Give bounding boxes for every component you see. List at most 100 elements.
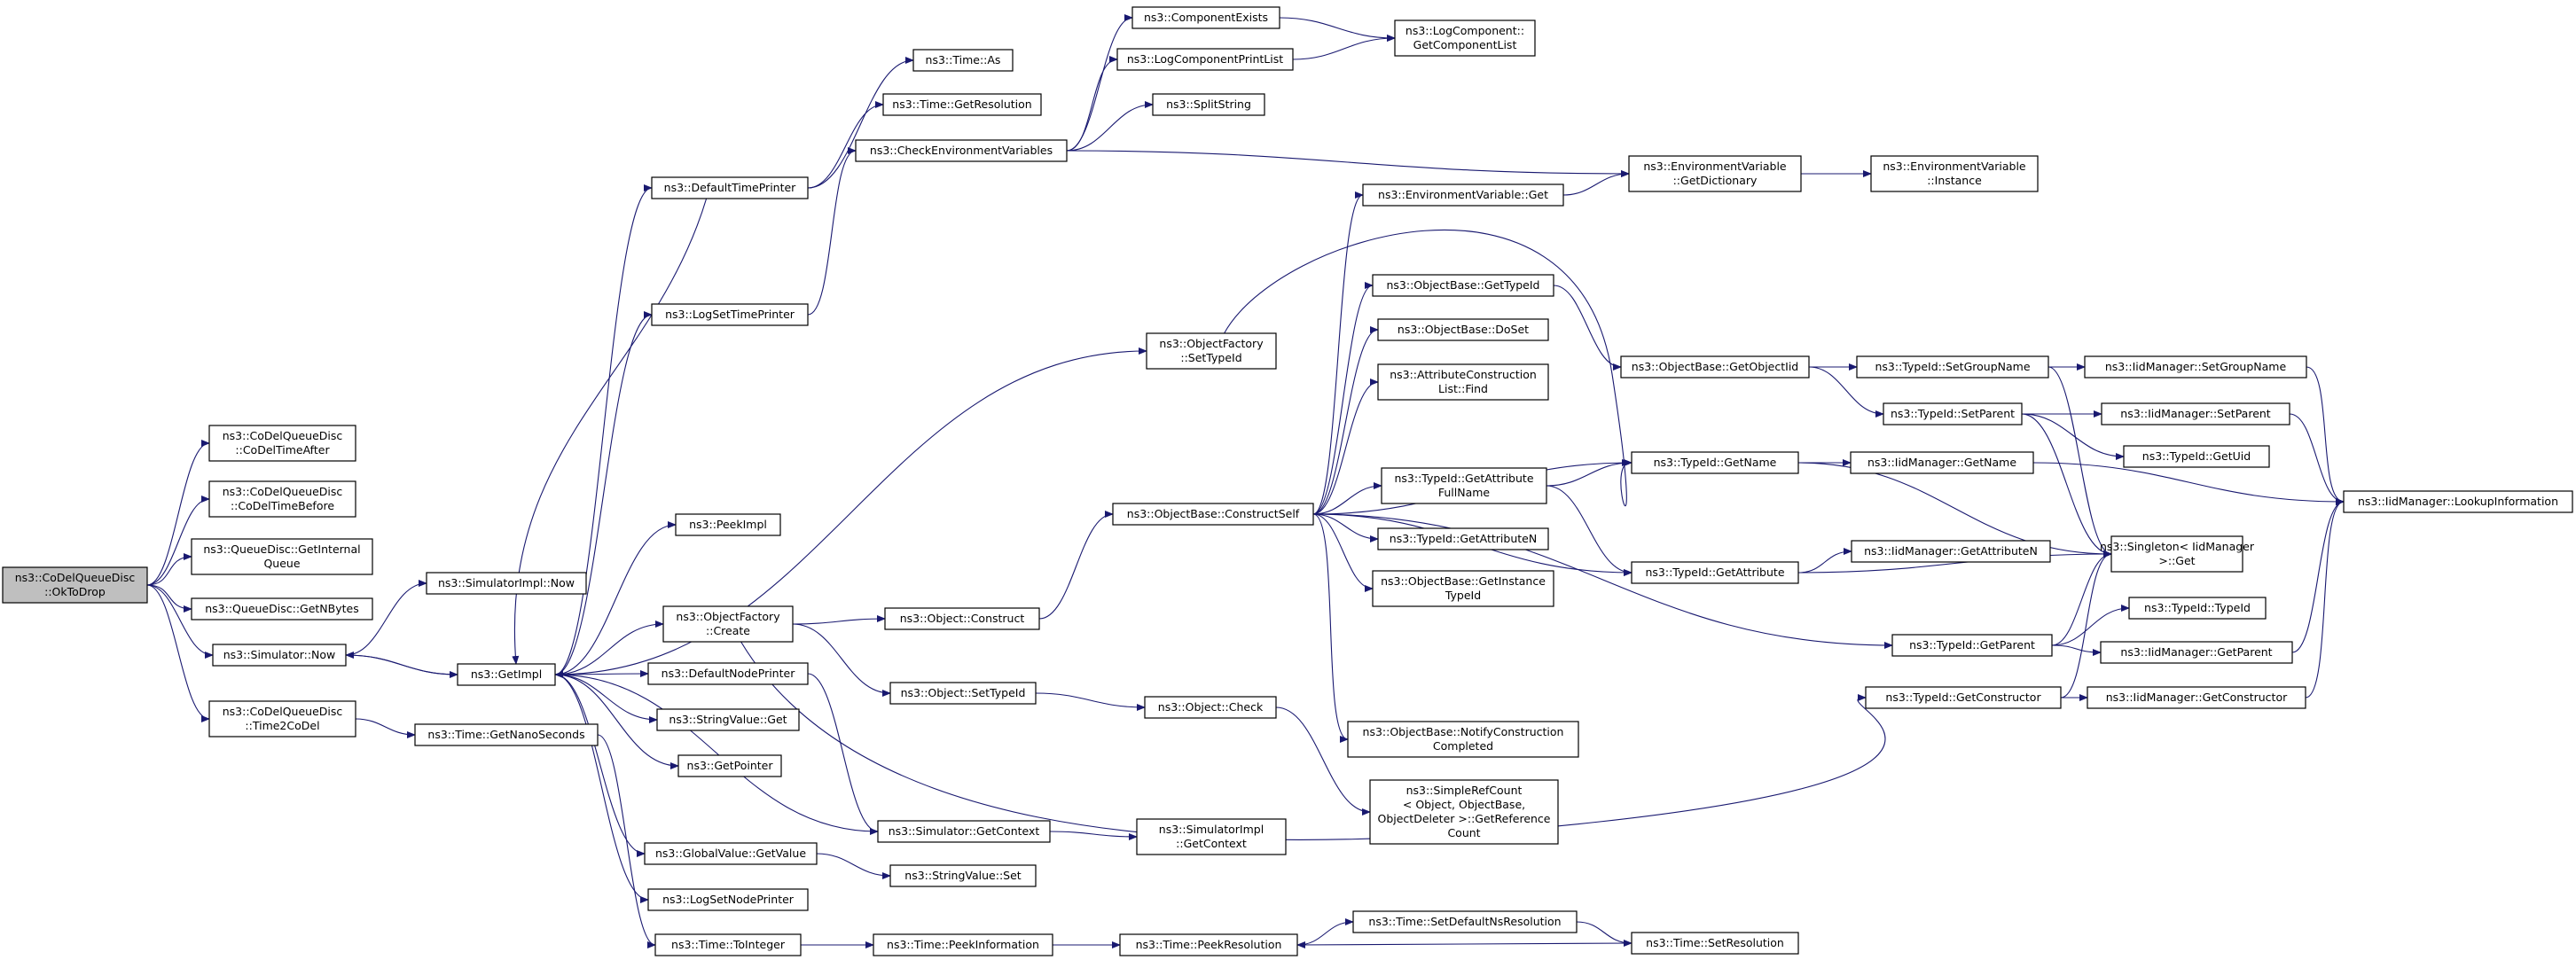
node-componentexists[interactable]: ns3::ComponentExists: [1131, 6, 1280, 29]
node-label: ns3::DefaultNodePrinter: [662, 667, 796, 680]
node-label: ::Time2CoDel: [245, 719, 319, 732]
node-stringvalueget[interactable]: ns3::StringValue::Get: [656, 708, 800, 731]
edge-path: [740, 641, 1886, 841]
edge-path: [1049, 831, 1138, 840]
node-oktodrop[interactable]: ns3::CoDelQueueDisc::OkToDrop: [2, 566, 148, 604]
edge-getnanoseconds-to-timetointeger: [597, 734, 656, 948]
node-box: [656, 708, 800, 731]
node-getpointer[interactable]: ns3::GetPointer: [677, 754, 782, 777]
node-timepeekinformation[interactable]: ns3::Time::PeekInformation: [873, 933, 1053, 956]
node-label: ns3::Simulator::Now: [223, 648, 336, 661]
edge-path: [1312, 513, 1379, 542]
edge-simgetcontext-to-simimplgetcontext: [1049, 831, 1138, 840]
node-logcomponentprintlist[interactable]: ns3::LogComponentPrintList: [1116, 48, 1294, 71]
node-globalvaluegetvalue[interactable]: ns3::GlobalValue::GetValue: [644, 842, 818, 865]
node-objectconstruct[interactable]: ns3::Object::Construct: [884, 607, 1040, 630]
edge-path: [1797, 548, 1852, 574]
node-box: [651, 176, 809, 199]
node-objbasegettypeid[interactable]: ns3::ObjectBase::GetTypeId: [1372, 274, 1554, 297]
node-simnow[interactable]: ns3::Simulator::Now: [212, 644, 347, 667]
node-simimplnow[interactable]: ns3::SimulatorImpl::Now: [426, 572, 587, 595]
node-label: ns3::ComponentExists: [1144, 11, 1268, 24]
edge-path: [1576, 921, 1633, 947]
node-box: [1891, 634, 2053, 657]
node-label: ns3::TypeId::GetAttributeN: [1390, 532, 1537, 545]
node-getnbytes[interactable]: ns3::QueueDisc::GetNBytes: [191, 597, 373, 620]
node-codeltimeafter[interactable]: ns3::CoDelQueueDisc::CoDelTimeAfter: [208, 425, 356, 462]
node-logsettimeprinter[interactable]: ns3::LogSetTimePrinter: [651, 303, 809, 326]
edge-getimpl-to-logsettimeprinter: [554, 311, 653, 675]
node-label: ns3::Time::GetResolution: [892, 98, 1031, 111]
node-iidmgrgetname[interactable]: ns3::IidManager::GetName: [1850, 451, 2034, 474]
node-label: ns3::GetPointer: [687, 759, 774, 772]
node-timetointeger[interactable]: ns3::Time::ToInteger: [654, 933, 802, 956]
node-defaultnodeprinter[interactable]: ns3::DefaultNodePrinter: [647, 662, 809, 685]
node-typeidgetuid[interactable]: ns3::TypeId::GetUid: [2123, 445, 2270, 468]
node-iidmgrgetparent[interactable]: ns3::IidManager::GetParent: [2100, 641, 2293, 664]
node-envvarinstance[interactable]: ns3::EnvironmentVariable::Instance: [1870, 155, 2039, 192]
node-envvarget[interactable]: ns3::EnvironmentVariable::Get: [1362, 183, 1564, 207]
node-label: ns3::EnvironmentVariable: [1643, 160, 1787, 173]
node-box: [1850, 451, 2034, 474]
node-iidmgrlookupinformation[interactable]: ns3::IidManager::LookupInformation: [2343, 490, 2573, 513]
node-label: TypeId: [1445, 589, 1481, 602]
node-simgetcontext[interactable]: ns3::Simulator::GetContext: [877, 820, 1051, 843]
node-typeidtypeid[interactable]: ns3::TypeId::TypeId: [2128, 597, 2267, 620]
edge-path: [2305, 498, 2345, 699]
node-iidmgrgetattributen[interactable]: ns3::IidManager::GetAttributeN: [1851, 540, 2051, 563]
node-objbaseconstructself[interactable]: ns3::ObjectBase::ConstructSelf: [1112, 503, 1314, 526]
node-box: [1628, 155, 1802, 192]
node-box: [2128, 597, 2267, 620]
node-objectcheck[interactable]: ns3::Object::Check: [1144, 696, 1277, 719]
node-iidmgrsetgroupname[interactable]: ns3::IidManager::SetGroupName: [2084, 355, 2307, 379]
node-objbasegetobjectiid[interactable]: ns3::ObjectBase::GetObjectIid: [1620, 355, 1810, 379]
node-label: ns3::IidManager::GetAttributeN: [1864, 544, 2038, 558]
node-typeidsetparent[interactable]: ns3::TypeId::SetParent: [1883, 402, 2023, 425]
node-typeidgetattribute[interactable]: ns3::TypeId::GetAttribute: [1631, 561, 1799, 584]
node-typeidgetattributen[interactable]: ns3::TypeId::GetAttributeN: [1377, 527, 1549, 550]
node-typeidgetconstructor[interactable]: ns3::TypeId::GetConstructor: [1865, 686, 2062, 709]
node-iidmgrgetconstructor[interactable]: ns3::IidManager::GetConstructor: [2087, 686, 2306, 709]
node-getnanoseconds[interactable]: ns3::Time::GetNanoSeconds: [414, 723, 599, 746]
node-getcomponentlist[interactable]: ns3::LogComponent::GetComponentList: [1394, 20, 1536, 57]
node-timesetresolution[interactable]: ns3::Time::SetResolution: [1631, 932, 1799, 955]
node-codeltimebefore[interactable]: ns3::CoDelQueueDisc::CoDelTimeBefore: [208, 480, 356, 518]
node-checkenvvars[interactable]: ns3::CheckEnvironmentVariables: [855, 139, 1068, 162]
node-simplerefcountgetreferencecount[interactable]: ns3::SimpleRefCount< Object, ObjectBase,…: [1369, 779, 1559, 845]
node-typeidsetgroupname[interactable]: ns3::TypeId::SetGroupName: [1856, 355, 2049, 379]
node-objbasenotifyconstructioncompleted[interactable]: ns3::ObjectBase::NotifyConstructionCompl…: [1347, 721, 1579, 758]
node-time2codel[interactable]: ns3::CoDelQueueDisc::Time2CoDel: [208, 700, 356, 738]
edge-getimpl-to-objfactorycreate: [554, 620, 664, 675]
node-getimpl[interactable]: ns3::GetImpl: [457, 663, 556, 686]
node-iidmgrsetparent[interactable]: ns3::IidManager::SetParent: [2101, 402, 2290, 425]
node-timesetdefaultnsresolution[interactable]: ns3::Time::SetDefaultNsResolution: [1352, 910, 1578, 933]
node-objectsettypeid[interactable]: ns3::Object::SetTypeId: [889, 682, 1037, 705]
node-label: ns3::Time::PeekResolution: [1136, 938, 1282, 951]
node-objfactorysettypeid[interactable]: ns3::ObjectFactory::SetTypeId: [1146, 332, 1277, 370]
node-logsetnodeprinter[interactable]: ns3::LogSetNodePrinter: [647, 888, 809, 911]
node-splitstring[interactable]: ns3::SplitString: [1152, 93, 1265, 116]
node-timeas[interactable]: ns3::Time::As: [912, 49, 1014, 72]
node-stringvalueset[interactable]: ns3::StringValue::Set: [889, 864, 1037, 887]
node-timegetresolution[interactable]: ns3::Time::GetResolution: [882, 93, 1042, 116]
node-timepeekresolution[interactable]: ns3::Time::PeekResolution: [1119, 933, 1298, 956]
node-simimplgetcontext[interactable]: ns3::SimulatorImpl::GetContext: [1136, 818, 1287, 855]
node-label: ns3::GetImpl: [471, 667, 542, 681]
edge-path: [554, 620, 664, 675]
node-label: ns3::EnvironmentVariable::Get: [1378, 188, 1548, 201]
node-peekimpl[interactable]: ns3::PeekImpl: [675, 513, 781, 536]
node-envvargetdictionary[interactable]: ns3::EnvironmentVariable::GetDictionary: [1628, 155, 1802, 192]
node-singletonget[interactable]: ns3::Singleton< IidManager >::Get: [2100, 535, 2255, 573]
node-box: [882, 93, 1042, 116]
node-objbasedoset[interactable]: ns3::ObjectBase::DoSet: [1377, 318, 1549, 341]
node-objfactorycreate[interactable]: ns3::ObjectFactory::Create: [662, 605, 794, 643]
node-typeidgetname[interactable]: ns3::TypeId::GetName: [1631, 451, 1799, 474]
edge-path: [2051, 644, 2102, 656]
node-box: [1369, 779, 1559, 845]
node-typeidgetparent[interactable]: ns3::TypeId::GetParent: [1891, 634, 2053, 657]
node-defaulttimeprinter[interactable]: ns3::DefaultTimePrinter: [651, 176, 809, 199]
